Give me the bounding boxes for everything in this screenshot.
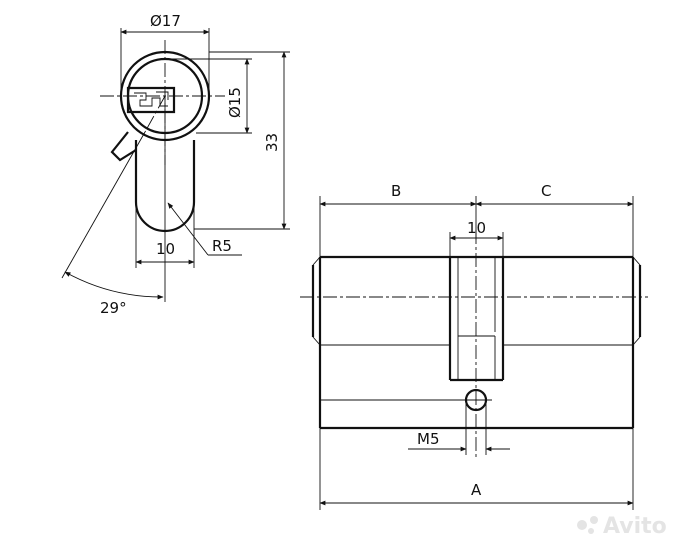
c-label: C [541,182,551,200]
side-view: M5 B C 10 A [300,182,648,510]
d15-label: Ø15 [226,87,244,118]
watermark-dot-1 [577,520,587,530]
watermark-dot-2 [590,516,598,524]
profile-view: Ø17 Ø15 33 10 R5 29° [61,12,290,317]
keyway-slot [156,91,169,100]
watermark-text: Avito [603,514,667,539]
cam10-label: 10 [467,219,486,237]
right-chamfer-top [632,256,641,266]
keyway [126,86,176,114]
left-chamfer-bottom [312,336,321,346]
angle-label: 29° [100,299,127,317]
b-label: B [391,182,401,200]
angle-centerline [144,95,166,133]
a-label: A [471,481,482,499]
watermark-dot-3 [588,528,594,534]
w10-label: 10 [156,240,175,258]
d17-label: Ø17 [150,12,181,30]
keyway-profile [134,92,168,107]
h33-label: 33 [263,133,281,152]
r5-label: R5 [212,237,232,255]
m5-label: M5 [417,430,440,448]
avito-watermark: Avito [577,514,667,539]
angle-arc [64,271,164,300]
angle-ref-slant [61,131,146,279]
right-chamfer-bottom [632,336,641,346]
r5-leader [167,202,209,256]
left-chamfer-top [312,256,321,266]
cam-stub [110,131,137,162]
